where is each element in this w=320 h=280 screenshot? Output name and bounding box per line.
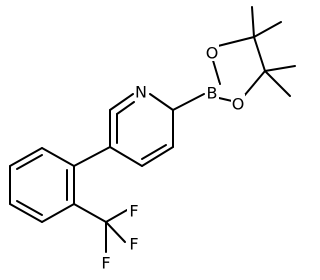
bond <box>243 70 266 97</box>
bond <box>116 101 135 115</box>
bond <box>149 93 174 111</box>
atom-label-boron: B <box>207 84 218 103</box>
atom-label-oxygen-upper: O <box>206 44 219 63</box>
bond <box>217 36 255 47</box>
bond <box>73 203 107 223</box>
bond <box>16 200 43 216</box>
bond <box>73 146 111 167</box>
pyridine-ring <box>109 93 174 167</box>
bond <box>264 65 296 72</box>
bond <box>9 203 43 223</box>
atom-label-fluorine-right: F <box>129 235 138 254</box>
methyl-groups <box>251 6 296 97</box>
bond <box>41 203 75 223</box>
bond <box>172 93 205 111</box>
phenyl-ring <box>9 147 75 223</box>
bond <box>41 147 75 167</box>
bond <box>16 154 43 170</box>
trifluoromethyl-group <box>73 203 128 253</box>
bond <box>141 146 174 167</box>
bond <box>264 70 291 97</box>
atom-label-oxygen-lower: O <box>232 95 245 114</box>
bond <box>253 21 282 38</box>
bond <box>105 221 126 243</box>
bond <box>109 146 143 167</box>
bond <box>105 209 128 223</box>
bond <box>211 56 221 85</box>
atom-label-fluorine-top: F <box>129 202 138 221</box>
bond <box>253 36 266 72</box>
bond <box>251 6 255 38</box>
atom-label-nitrogen: N <box>135 83 147 102</box>
bond <box>218 97 233 102</box>
dioxaborolane-ring <box>211 36 266 102</box>
bond <box>141 144 167 160</box>
bond <box>109 93 134 111</box>
atom-label-fluorine-bottom: F <box>101 254 110 273</box>
bond <box>9 147 43 167</box>
